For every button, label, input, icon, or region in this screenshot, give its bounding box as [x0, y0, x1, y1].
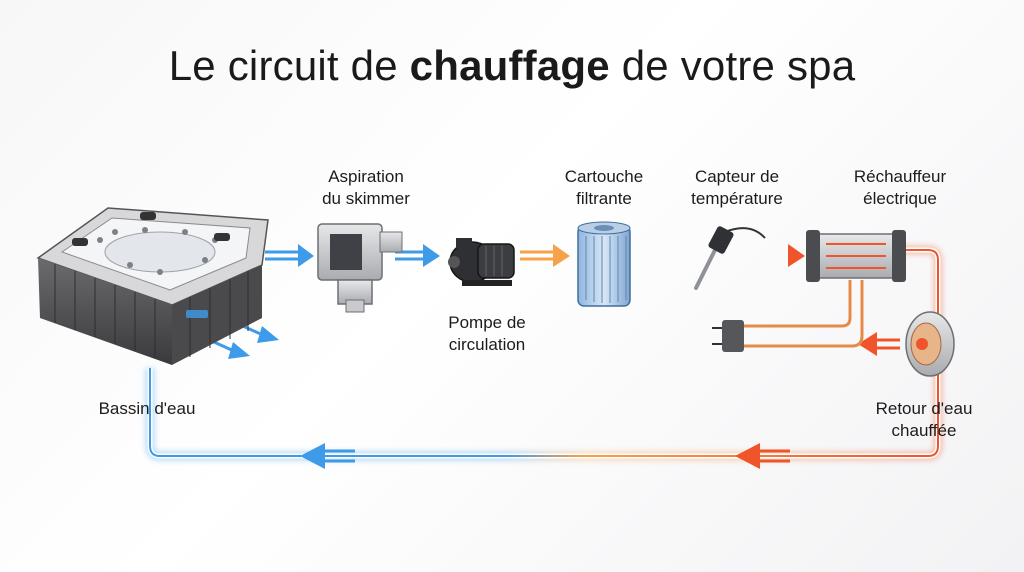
flow-arrow-tub-skimmer — [265, 244, 314, 267]
title-part1: Le circuit de — [168, 42, 410, 89]
temperature-sensor-icon — [694, 226, 766, 290]
title-bold: chauffage — [409, 42, 610, 89]
flow-arrow-return-hot — [735, 443, 790, 469]
label-sensor: Capteur de température — [691, 167, 783, 208]
spa-tub-icon — [36, 207, 269, 365]
label-skimmer: Aspiration du skimmer — [322, 167, 410, 208]
label-pump: Pompe de circulation — [448, 313, 526, 354]
electric-heater-icon — [712, 230, 906, 352]
flow-arrow-into-jet — [858, 332, 900, 356]
label-heater: Réchauffeur électrique — [853, 167, 947, 208]
label-basin: Bassin d'eau — [98, 399, 196, 418]
title-part2: de votre spa — [609, 42, 856, 89]
flow-arrow-return-cold — [300, 443, 355, 469]
flow-arrow-pump-filter — [520, 244, 570, 267]
return-jet-icon — [905, 311, 955, 377]
filter-cartridge-icon — [577, 221, 631, 307]
pump-icon — [448, 238, 515, 286]
label-return: Retour d'eau chauffée — [875, 399, 973, 440]
diagram-title: Le circuit de chauffage de votre spa — [0, 42, 1024, 90]
skimmer-icon — [317, 223, 403, 313]
label-filter: Cartouche filtrante — [564, 167, 644, 208]
return-pipe — [145, 245, 943, 461]
